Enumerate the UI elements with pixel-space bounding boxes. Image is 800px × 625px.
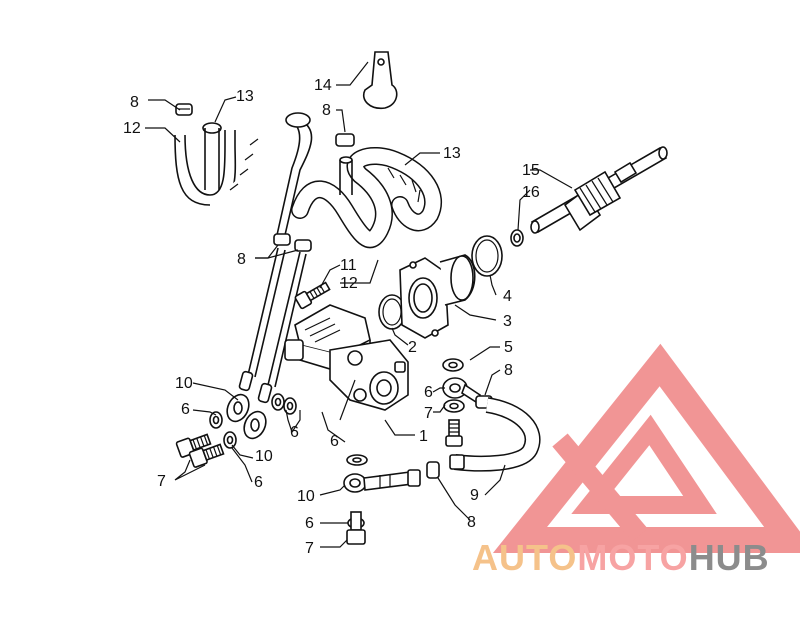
bracket-14 — [363, 51, 398, 110]
bolt-7-right — [445, 419, 463, 447]
watermark-auto: AUTO — [472, 537, 577, 578]
callout-6-center: 6 — [330, 433, 339, 450]
callout-4: 4 — [503, 288, 512, 305]
callout-11: 11 — [340, 257, 357, 274]
callout-labels: 8 12 13 14 8 13 15 16 8 11 12 4 3 2 5 8 … — [123, 77, 540, 557]
banjo-fitting-left-2 — [243, 382, 273, 440]
hose-right — [291, 147, 443, 249]
banjo-fitting-left-1 — [226, 370, 254, 423]
callout-10-middle: 10 — [255, 448, 273, 465]
seal-16 — [510, 229, 524, 247]
callout-15: 15 — [522, 162, 540, 179]
callout-12-top-left: 12 — [123, 120, 141, 137]
watermark-hub: HUB — [689, 537, 770, 578]
callout-8-middle-left: 8 — [237, 251, 246, 268]
o-ring-4 — [471, 235, 503, 277]
watermark-text: AUTOMOTOHUB — [472, 537, 770, 578]
callout-13-left: 13 — [236, 88, 254, 105]
clamp-top-middle — [335, 133, 355, 147]
callout-16: 16 — [522, 184, 540, 201]
o-ring-2 — [378, 294, 406, 330]
callout-8-bottom: 8 — [467, 514, 476, 531]
callout-14: 14 — [314, 77, 332, 94]
callout-7-bottom: 7 — [305, 540, 314, 557]
watermark-moto: MOTO — [577, 537, 688, 578]
callout-5: 5 — [504, 339, 513, 356]
watermark-logo — [492, 343, 800, 553]
callout-2: 2 — [408, 339, 417, 356]
banjo-fitting-5 — [442, 358, 482, 413]
callout-9: 9 — [470, 487, 479, 504]
bolts-left — [175, 433, 225, 468]
oil-pump-body — [284, 304, 409, 421]
bolt-11 — [294, 281, 331, 310]
washer-bottom-middle — [346, 454, 368, 466]
hose-left — [174, 112, 313, 236]
banjo-fitting-bottom — [343, 469, 421, 493]
housing-3 — [399, 254, 476, 339]
callout-10-bottom: 10 — [297, 488, 315, 505]
drive-shaft-15 — [530, 146, 668, 234]
tubes-left — [247, 247, 307, 388]
callout-8-top-middle: 8 — [322, 102, 331, 119]
callout-6-lower: 6 — [254, 474, 263, 491]
leader-lines — [145, 61, 573, 548]
washers-left — [209, 393, 297, 449]
callout-1: 1 — [419, 428, 428, 445]
svg-text:AUTOMOTOHUB: AUTOMOTOHUB — [472, 537, 770, 578]
callout-6-bottom: 6 — [305, 515, 314, 532]
callout-6-right: 6 — [424, 384, 433, 401]
callout-6-left: 6 — [181, 401, 190, 418]
callout-7-left: 7 — [157, 473, 166, 490]
callout-12-middle: 12 — [340, 275, 358, 292]
clamp-bottom — [426, 461, 440, 479]
callout-8-top-left: 8 — [130, 94, 139, 111]
callout-6-middle: 6 — [290, 424, 299, 441]
callout-3: 3 — [503, 313, 512, 330]
callout-8-right: 8 — [504, 362, 513, 379]
callout-10-left: 10 — [175, 375, 193, 392]
callout-7-right: 7 — [424, 405, 433, 422]
clamp-pair-left — [273, 233, 312, 252]
hose-9 — [449, 397, 541, 472]
callout-13-right: 13 — [443, 145, 461, 162]
bolt-7-bottom — [346, 511, 366, 545]
clamp-top-left — [175, 103, 193, 116]
